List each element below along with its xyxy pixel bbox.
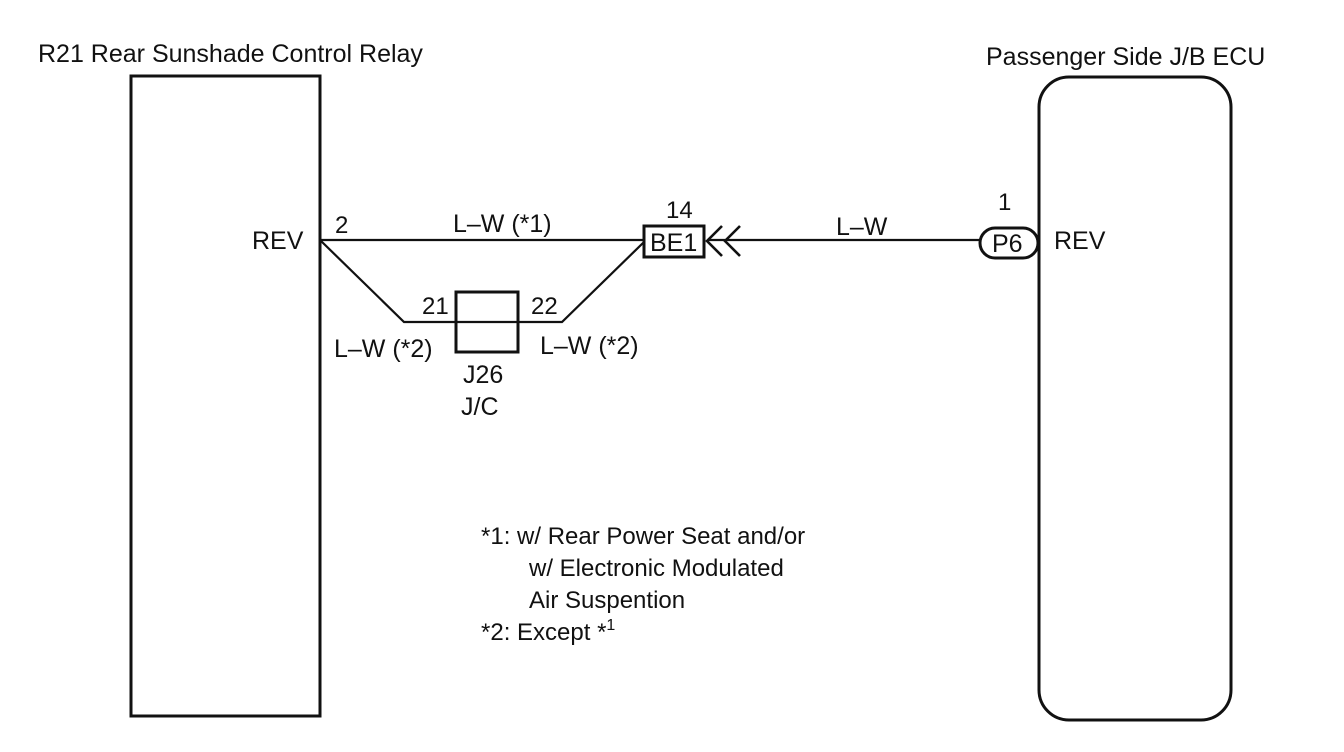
wire-bottom-right — [518, 241, 645, 324]
ecu-terminal-rev: REV — [1054, 227, 1106, 255]
wire-right-label: L–W — [836, 213, 888, 241]
j26-pin-21: 21 — [422, 293, 449, 320]
note-2-superscript: 1 — [606, 617, 615, 634]
note-1-line-3: Air Suspention — [529, 587, 685, 614]
j26-id-label: J26 — [463, 361, 503, 389]
rear-sunshade-relay-box — [129, 74, 322, 718]
wire-bottom-right-label: L–W (*2) — [540, 332, 639, 360]
ecu-title: Passenger Side J/B ECU — [986, 43, 1265, 71]
be1-pin-14: 14 — [666, 197, 693, 224]
note-2: *2: Except *1 — [481, 617, 615, 646]
note-1-line-1: *1: w/ Rear Power Seat and/or — [481, 523, 805, 550]
ecu-pin-1: 1 — [998, 189, 1011, 216]
note-2-text: *2: Except * — [481, 619, 606, 646]
wire-top-label: L–W (*1) — [453, 210, 552, 238]
connector-chevron-1-icon — [705, 225, 723, 257]
j26-type-label: J/C — [461, 393, 499, 421]
relay-terminal-rev: REV — [252, 227, 304, 255]
p6-connector-oval — [978, 226, 1040, 260]
wire-bottom-left-label: L–W (*2) — [334, 335, 433, 363]
be1-connector-box — [642, 224, 706, 259]
wire-bottom-left — [319, 239, 456, 324]
j26-pin-22: 22 — [531, 293, 558, 320]
relay-pin-2: 2 — [335, 212, 348, 239]
passenger-jb-ecu-box — [1037, 75, 1233, 722]
relay-title: R21 Rear Sunshade Control Relay — [38, 40, 423, 68]
p6-connector-label: P6 — [992, 230, 1023, 258]
note-1-line-2: w/ Electronic Modulated — [528, 555, 784, 582]
be1-connector-label: BE1 — [650, 229, 697, 257]
